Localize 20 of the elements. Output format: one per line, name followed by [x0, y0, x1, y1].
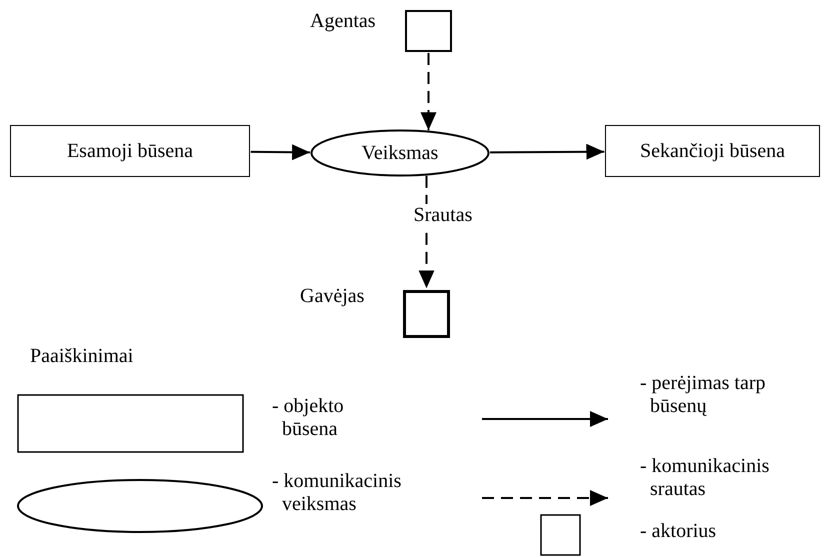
legend-text: - perėjimas tarp būsenų	[640, 372, 766, 418]
legend-text: - komunikacinis veiksmas	[272, 470, 402, 516]
legend-text: - objekto būsena	[272, 395, 345, 441]
state-box	[605, 125, 820, 177]
arrow	[490, 144, 604, 160]
edge-label: Srautas	[414, 204, 472, 228]
legend-text: - komunikacinis srautas	[640, 455, 770, 501]
actor-box	[403, 290, 450, 338]
node-text: Esamoji būsena	[66, 140, 194, 162]
node-label: Agentas	[310, 10, 376, 33]
arrow	[420, 53, 436, 130]
legend-title: Paaiškinimai	[30, 345, 134, 368]
state-box	[10, 125, 250, 177]
action-ellipse	[310, 129, 490, 177]
legend-text: - aktorius	[640, 520, 718, 543]
actor-box	[405, 10, 452, 52]
node-text: Sekančioji būsena	[640, 140, 785, 162]
arrow	[250, 144, 310, 160]
node-text: Veiksmas	[362, 142, 438, 164]
node-label: Gavėjas	[300, 285, 364, 308]
